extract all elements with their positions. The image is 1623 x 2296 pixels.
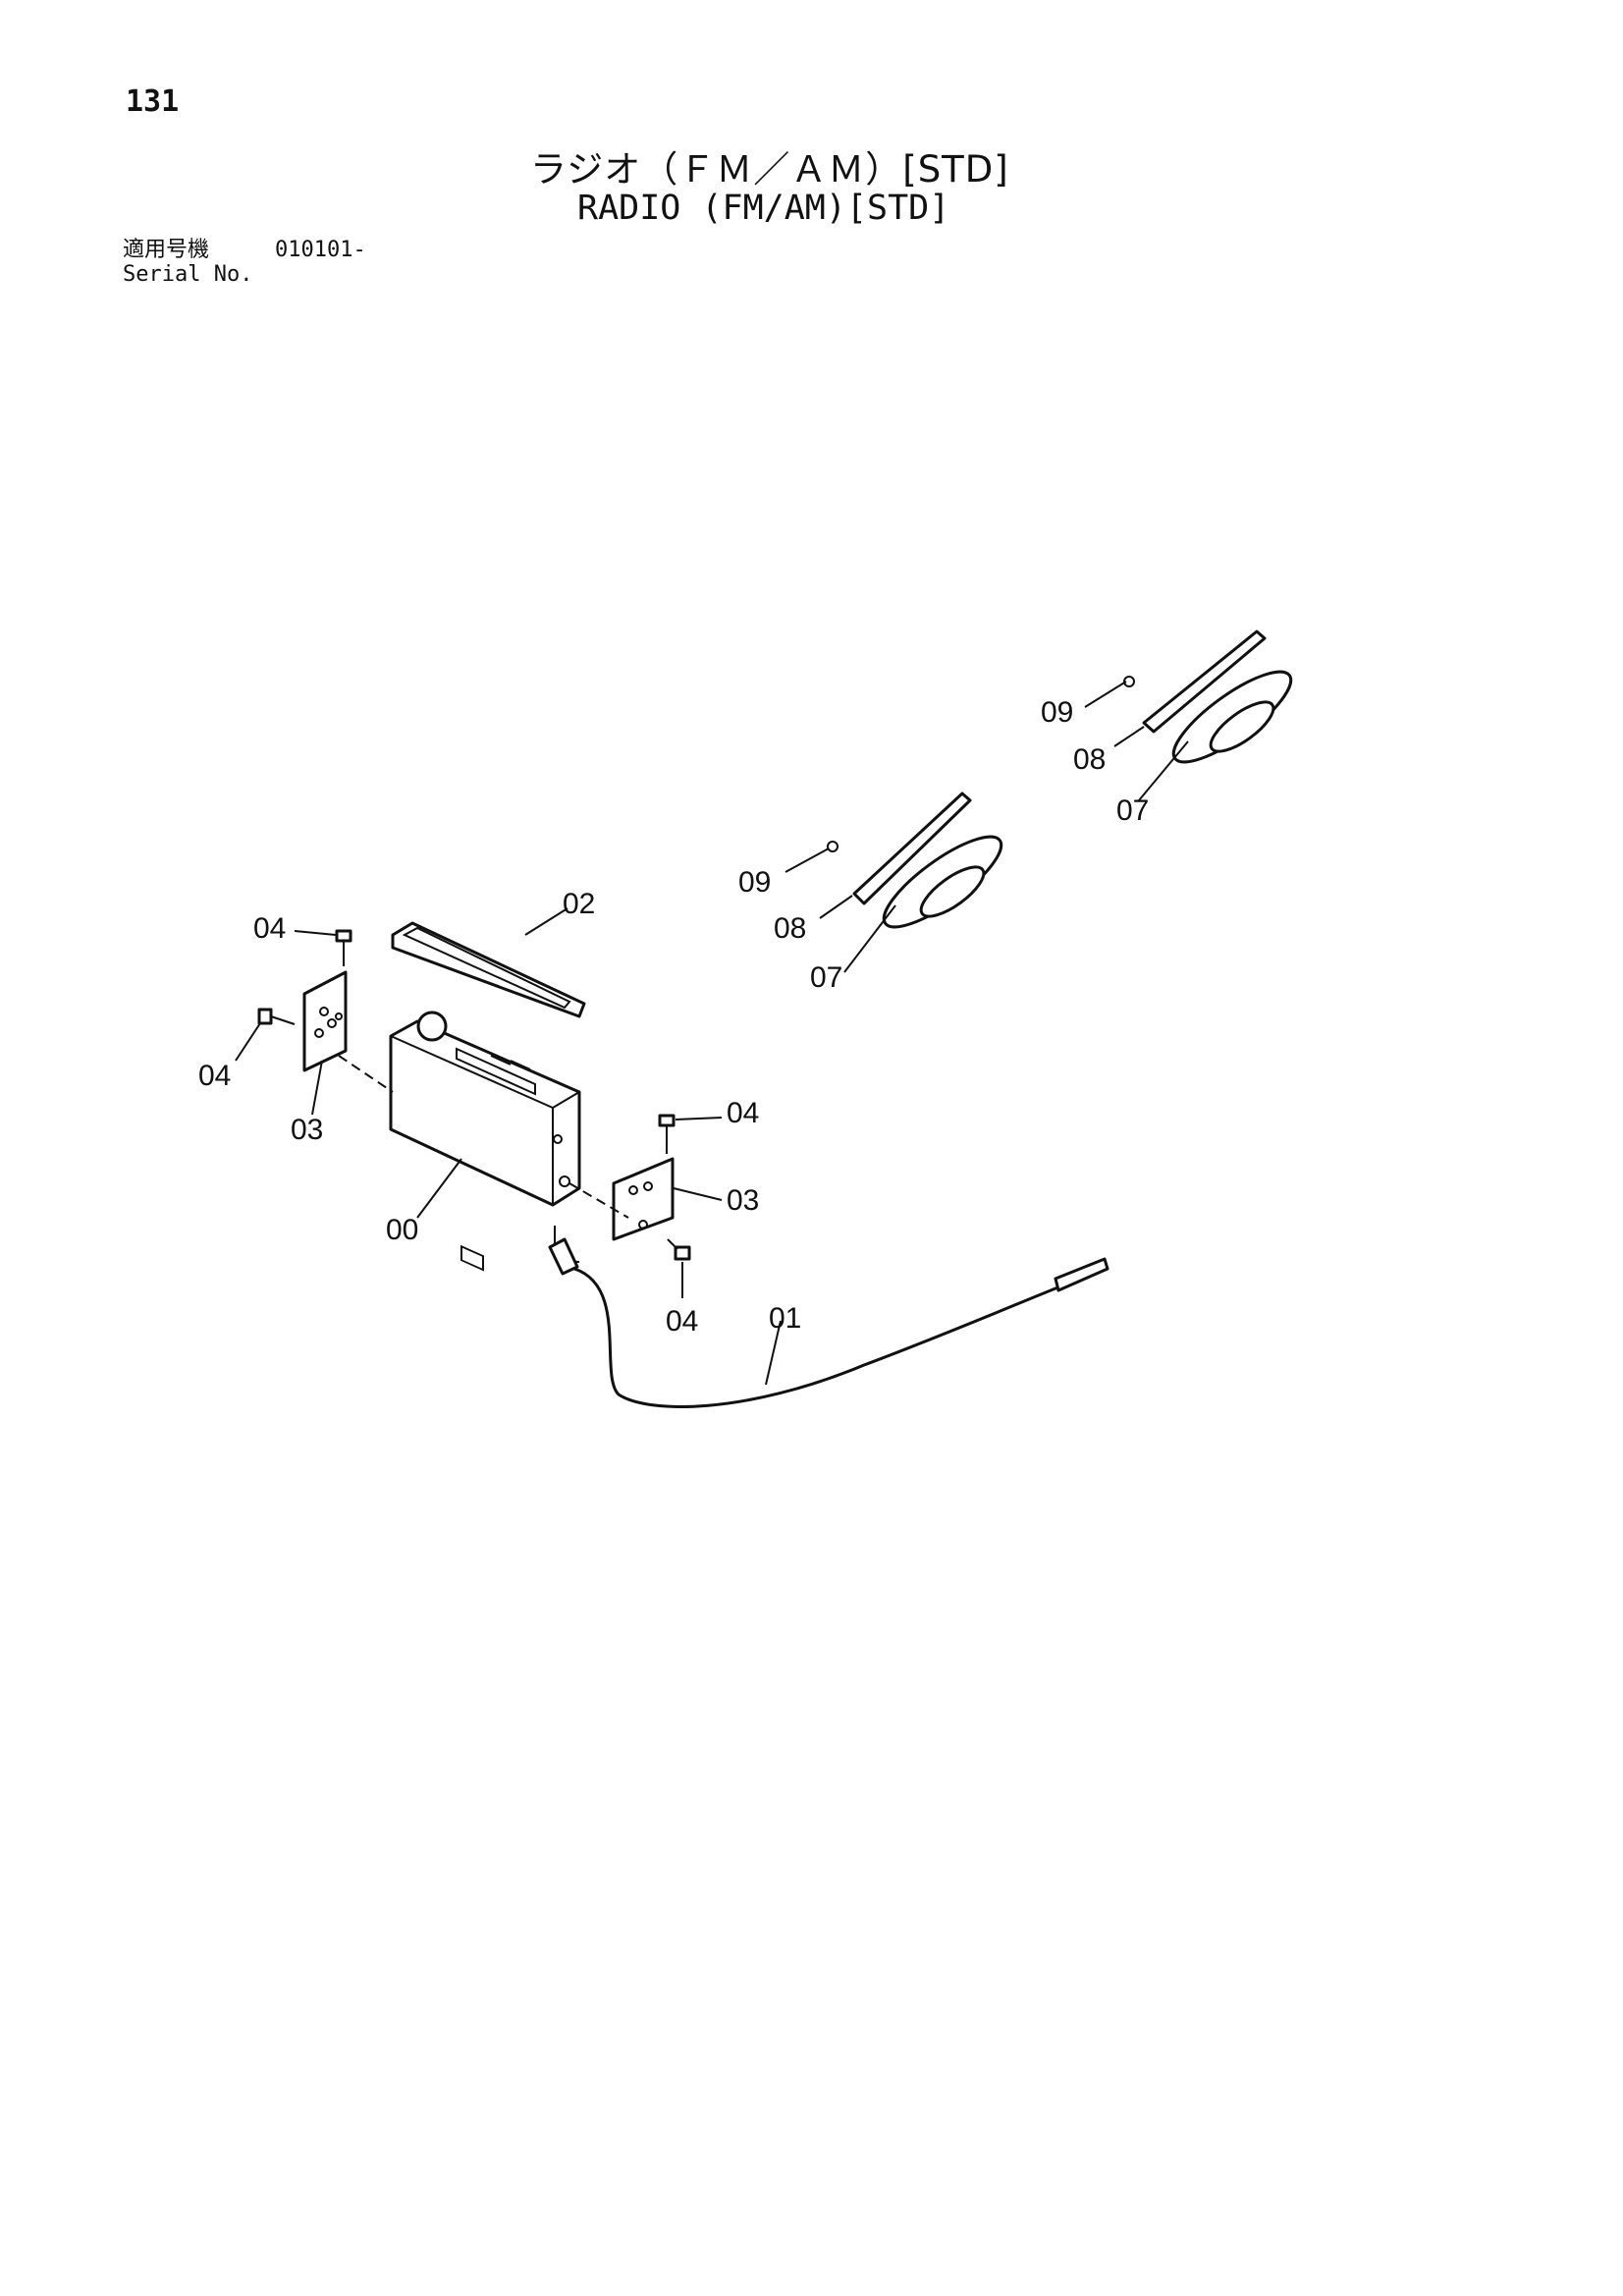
callout-04-left: 04	[198, 1060, 231, 1092]
speaker-assembly-front	[827, 792, 1003, 929]
page-number: 131	[126, 84, 180, 119]
assembly-line-left	[338, 1055, 394, 1093]
callout-08-rear: 08	[1073, 743, 1106, 776]
part-04-screw-bottom-right	[667, 1238, 691, 1261]
callout-03-left: 03	[291, 1114, 323, 1146]
serial-value: 010101-	[275, 238, 366, 262]
leader-lines	[235, 681, 1189, 1386]
callout-03-right: 03	[727, 1184, 759, 1217]
part-04-screw-left	[257, 1008, 296, 1025]
callout-08-front: 08	[774, 912, 806, 945]
part-00-radio-unit	[389, 1011, 581, 1272]
part-09-screw-rear	[1123, 676, 1135, 687]
serial-label-jp: 適用号機	[123, 238, 210, 262]
part-01-antenna-cable	[548, 1226, 1109, 1408]
callout-04-top-left: 04	[253, 912, 286, 945]
title-japanese: ラジオ（ＦＭ／ＡＭ）[STD]	[530, 148, 1009, 191]
speaker-assembly-rear	[1123, 629, 1293, 764]
part-08-speaker-grille-front	[852, 792, 972, 905]
part-02-bezel	[391, 921, 586, 1018]
part-09-screw-front	[827, 841, 839, 852]
part-03-bracket-right	[612, 1157, 675, 1241]
callout-09-rear: 09	[1041, 696, 1073, 729]
callout-01: 01	[769, 1302, 801, 1335]
title-english: RADIO (FM/AM)[STD]	[577, 189, 950, 228]
part-04-screw-top-left	[335, 929, 352, 966]
part-04-screw-top-right	[658, 1114, 676, 1154]
assembly-line-right	[568, 1182, 629, 1219]
callout-09-front: 09	[738, 866, 771, 899]
callout-04-right: 04	[727, 1097, 759, 1129]
part-03-bracket-left	[302, 970, 348, 1072]
callout-07-front: 07	[810, 961, 842, 994]
callout-02: 02	[563, 888, 595, 920]
callout-04-bottom: 04	[666, 1305, 698, 1338]
callout-07-rear: 07	[1116, 794, 1149, 827]
callout-00: 00	[386, 1214, 418, 1246]
serial-label-en: Serial No.	[123, 262, 253, 287]
part-08-speaker-grille-rear	[1142, 629, 1267, 734]
serial-block: 適用号機 Serial No.	[123, 238, 252, 287]
